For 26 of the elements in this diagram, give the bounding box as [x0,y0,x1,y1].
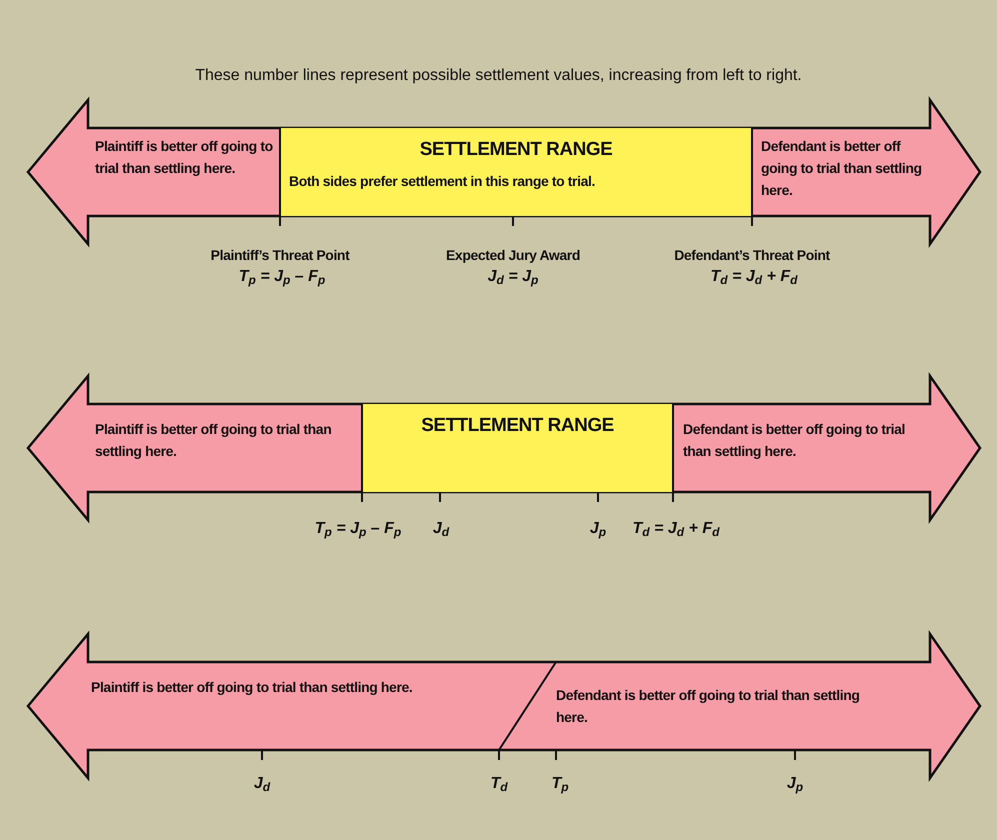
region-text: Defendant is better off going to trial than settling here. [683,420,906,461]
region-text: Plaintiff is better off going to trial than settling here. [95,137,274,178]
formula-label: J$_{d}$ [432,519,450,540]
settlement-range-box [279,128,753,216]
formula-label: T$_{p}$ = J$_{p}$ – F$_{p}$ [238,267,326,288]
formula-label: T$_{p}$ = J$_{p}$ – F$_{p}$ [314,519,402,540]
formula-label: T$_{d}$ = J$_{d}$ + F$_{d}$ [632,519,720,540]
region-text: Plaintiff is better off going to trial than settling here. [91,678,414,697]
point-label: Defendant’s Threat Point [674,246,830,265]
formula-label: T$_{d}$ [490,774,508,795]
range-heading: SETTLEMENT RANGE [418,138,614,162]
region-text: Both sides prefer settlement in this range to trial. [289,172,596,191]
region-text: Defendant is better off going to trial than settling here. [556,686,861,727]
formula-label: J$_{d}$ [254,774,270,795]
region-text: Plaintiff is better off going to trial than settling here. [95,420,332,461]
diagram-title: These number lines represent possible settlement values, increasing from left to right. [194,66,803,86]
region-text: Defendant is better off going to trial than settling here. [761,137,923,200]
formula-label: J$_{p}$ [590,519,606,540]
formula-label: T$_{d}$ = J$_{d}$ + F$_{d}$ [710,267,798,288]
formula-label: J$_{d}$ = J$_{p}$ [488,267,538,288]
point-label: Plaintiff’s Threat Point [210,246,350,265]
settlement-range-box [361,404,674,492]
formula-label: T$_{p}$ [551,774,569,795]
point-label: Expected Jury Award [446,246,580,265]
formula-label: J$_{p}$ [786,774,804,795]
range-heading: SETTLEMENT RANGE [420,414,615,438]
